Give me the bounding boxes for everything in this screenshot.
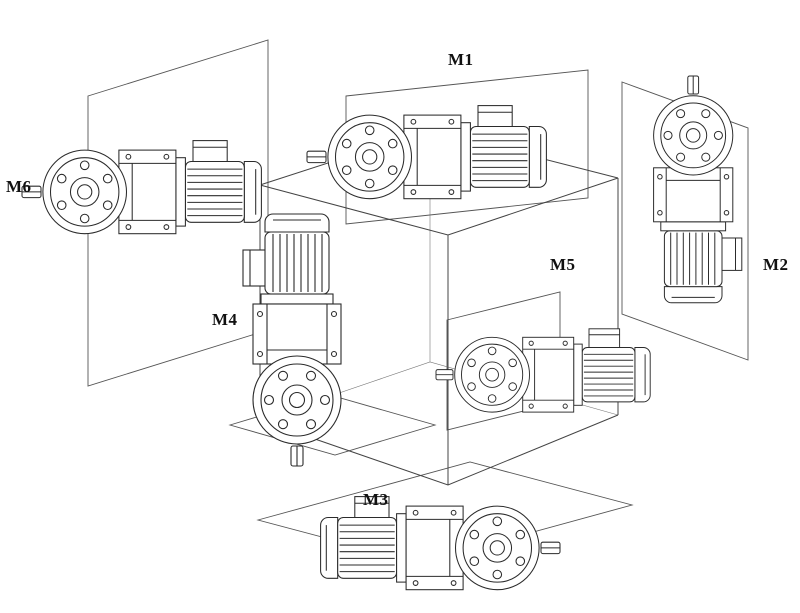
gearmotor-m4-drawing: [242, 213, 342, 467]
label-m1: M1: [448, 50, 474, 69]
gearmotor-m1-drawing: [306, 105, 547, 200]
gearmotor-m6-drawing: [21, 140, 262, 235]
label-m2: M2: [763, 255, 789, 274]
label-m5: M5: [550, 255, 576, 274]
label-m4: M4: [212, 310, 238, 329]
gearmotor-m2-drawing: [653, 75, 743, 304]
gearmotor-m3-drawing: [320, 496, 561, 591]
label-m6: M6: [6, 177, 32, 196]
label-m3: M3: [363, 490, 389, 509]
cube-bottom-edges: [259, 414, 619, 486]
gearmotor-m5-drawing: [435, 328, 651, 413]
gearmotors: [21, 75, 743, 591]
